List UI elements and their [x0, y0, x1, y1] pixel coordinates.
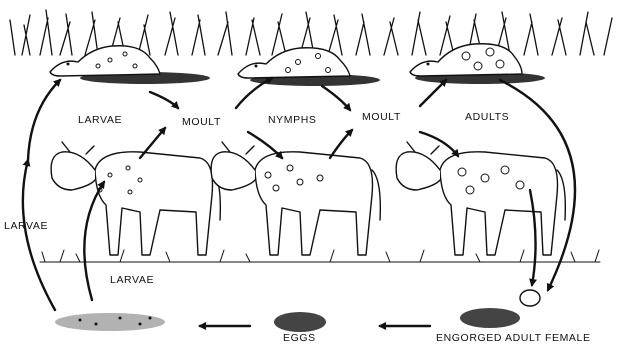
- label-moult-2: MOULT: [362, 111, 401, 123]
- arrow-larvae-left-up: [23, 160, 55, 310]
- cow-host-adults: [396, 142, 565, 255]
- label-engorged-female: ENGORGED ADULT FEMALE: [436, 332, 591, 344]
- cow-host-larvae: [51, 142, 220, 255]
- arrow-moult-2-to-rodent: [420, 80, 446, 106]
- arrow-moult-2-to-cow: [420, 132, 458, 156]
- label-larvae-top: LARVAE: [78, 114, 122, 126]
- label-nymphs: NYMPHS: [268, 114, 317, 126]
- rodent-host-larvae: [50, 46, 210, 84]
- arrow-moult-1-to-rodent: [236, 78, 272, 108]
- arrow-left-to-rodent: [28, 80, 60, 160]
- label-larvae-ground: LARVAE: [110, 274, 154, 286]
- eggs-cluster: [274, 312, 326, 332]
- label-eggs: EGGS: [283, 332, 316, 344]
- ground-grass: [40, 250, 600, 262]
- arrow-moult-1-to-cow: [248, 132, 282, 158]
- arrow-cow-to-moult-2: [330, 130, 352, 158]
- cow-host-nymphs: [211, 142, 380, 255]
- arrow-rodent-to-moult-1: [150, 92, 178, 108]
- arrow-rodent-to-moult-2: [322, 86, 350, 110]
- engorged-female: [460, 290, 540, 328]
- ground-larvae-cluster: [55, 313, 165, 331]
- label-moult-1: MOULT: [182, 116, 221, 128]
- label-adults: ADULTS: [465, 111, 509, 123]
- label-larvae-left: LARVAE: [4, 220, 48, 232]
